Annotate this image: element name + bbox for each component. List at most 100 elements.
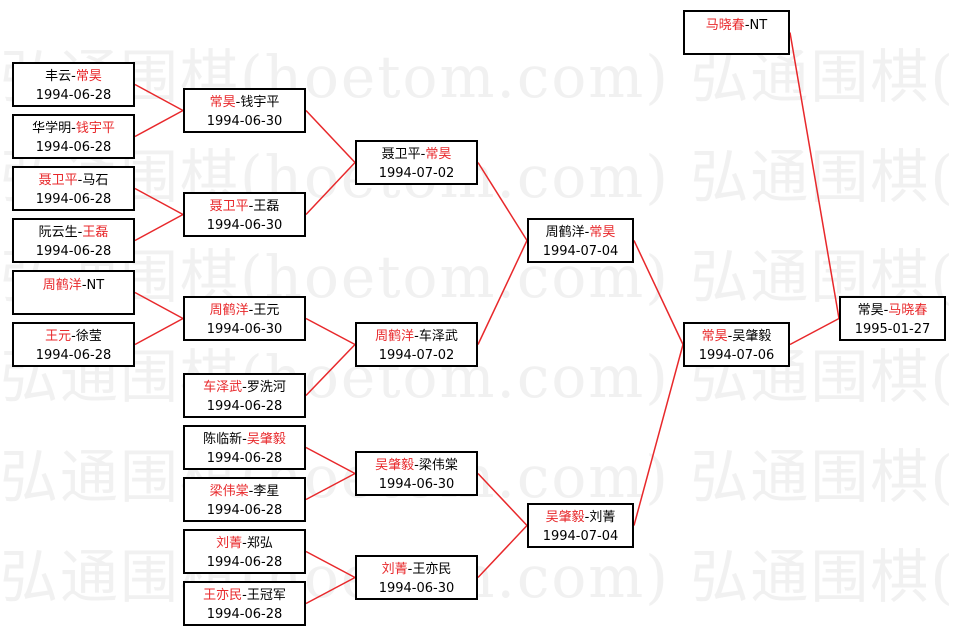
match-date: 1994-06-28 bbox=[35, 88, 112, 103]
match-date: 1994-06-28 bbox=[206, 503, 283, 518]
match-players: 梁伟棠-李星 bbox=[185, 482, 304, 501]
separator: - bbox=[242, 536, 247, 551]
player-name: 王亦民 bbox=[203, 588, 243, 603]
player-name: 华学明 bbox=[32, 121, 72, 136]
match-players: 丰云-常昊 bbox=[14, 67, 133, 86]
separator: - bbox=[71, 69, 76, 84]
player-name: 王冠军 bbox=[246, 588, 286, 603]
player-name: 李星 bbox=[253, 484, 280, 499]
connector-line bbox=[305, 472, 356, 501]
match-players: 车泽武-罗洗河 bbox=[185, 378, 304, 397]
match-players: 刘菁-王亦民 bbox=[357, 560, 476, 579]
separator: - bbox=[414, 458, 419, 473]
separator: - bbox=[883, 303, 889, 318]
player-name: 郑弘 bbox=[246, 536, 273, 551]
match-players: 王元-徐莹 bbox=[14, 327, 133, 346]
match-box-r2d: 吴肇毅-梁伟棠 1994-06-30 bbox=[355, 451, 478, 496]
match-date: 1994-06-28 bbox=[206, 451, 283, 466]
match-players: 马晓春-NT bbox=[685, 16, 788, 35]
connector-line bbox=[305, 109, 356, 164]
player-name: 刘菁 bbox=[216, 536, 243, 551]
player-name: 王亦民 bbox=[412, 562, 452, 577]
connector-line bbox=[305, 317, 356, 346]
separator: - bbox=[248, 303, 254, 318]
separator: - bbox=[81, 278, 87, 293]
player-name: 周鹤洋 bbox=[545, 225, 585, 240]
player-name: 王磊 bbox=[82, 225, 109, 240]
player-name: 吴肇毅 bbox=[375, 458, 415, 473]
player-name: 刘菁 bbox=[589, 510, 616, 525]
player-name: 吴肇毅 bbox=[545, 510, 585, 525]
connector-line bbox=[134, 213, 184, 242]
match-players: 常昊-马晓春 bbox=[841, 301, 944, 320]
separator: - bbox=[248, 484, 254, 499]
player-name: 常昊 bbox=[425, 147, 452, 162]
match-players: 常昊-吴肇毅 bbox=[685, 327, 788, 346]
match-box-final: 常昊-马晓春 1995-01-27 bbox=[839, 296, 946, 341]
match-players: 聂卫平-常昊 bbox=[357, 145, 476, 164]
match-date: 1994-06-30 bbox=[206, 218, 283, 233]
player-name: 钱宇平 bbox=[75, 121, 115, 136]
match-date: 1995-01-27 bbox=[854, 322, 931, 337]
connector-line bbox=[477, 240, 528, 345]
player-name: 王元 bbox=[45, 329, 72, 344]
match-date: 1994-06-30 bbox=[378, 581, 455, 596]
connector-line bbox=[305, 446, 356, 475]
match-players: 聂卫平-马石 bbox=[14, 171, 133, 190]
player-name: 吴肇毅 bbox=[246, 432, 286, 447]
connector-line bbox=[134, 83, 184, 112]
connector-line bbox=[305, 550, 356, 579]
separator: - bbox=[235, 95, 241, 110]
player-name: 聂卫平 bbox=[38, 173, 78, 188]
separator: - bbox=[744, 18, 750, 33]
connector-line bbox=[134, 291, 184, 320]
separator: - bbox=[584, 510, 590, 525]
player-name: 常昊 bbox=[857, 303, 884, 318]
match-date: 1994-06-30 bbox=[378, 477, 455, 492]
match-date: 1994-06-30 bbox=[206, 114, 283, 129]
connector-line bbox=[789, 317, 840, 346]
match-players: 聂卫平-王磊 bbox=[185, 197, 304, 216]
connector-line bbox=[789, 32, 840, 319]
connector-line bbox=[134, 317, 184, 346]
player-name: 梁伟棠 bbox=[418, 458, 458, 473]
player-name: 马晓春 bbox=[888, 303, 928, 318]
separator: - bbox=[71, 329, 76, 344]
match-date: 1994-06-28 bbox=[206, 555, 283, 570]
match-date: 1994-07-04 bbox=[542, 244, 619, 259]
match-date: 1994-06-28 bbox=[206, 607, 283, 622]
match-box-m11: 王亦民-王冠军 1994-06-28 bbox=[183, 581, 306, 626]
match-box-m9: 梁伟棠-李星 1994-06-28 bbox=[183, 477, 306, 522]
player-name: 常昊 bbox=[75, 69, 102, 84]
player-name: NT bbox=[749, 18, 768, 33]
match-players: 周鹤洋-NT bbox=[14, 276, 133, 295]
player-name: 阮云生 bbox=[38, 225, 78, 240]
player-name: 周鹤洋 bbox=[209, 303, 249, 318]
player-name: 刘菁 bbox=[381, 562, 408, 577]
connector-line bbox=[477, 472, 528, 527]
player-name: 梁伟棠 bbox=[209, 484, 249, 499]
match-date: 1994-06-28 bbox=[35, 140, 112, 155]
match-players: 阮云生-王磊 bbox=[14, 223, 133, 242]
player-name: 王磊 bbox=[253, 199, 280, 214]
player-name: 丰云 bbox=[45, 69, 72, 84]
separator: - bbox=[242, 588, 247, 603]
player-name: 常昊 bbox=[209, 95, 236, 110]
match-date: 1994-07-02 bbox=[378, 348, 455, 363]
player-name: 周鹤洋 bbox=[375, 329, 415, 344]
match-date: 1994-07-02 bbox=[378, 166, 455, 181]
player-name: 罗洗河 bbox=[246, 380, 286, 395]
separator: - bbox=[77, 225, 83, 240]
match-box-top: 马晓春-NT bbox=[683, 10, 790, 55]
match-box-m5: 周鹤洋-NT bbox=[12, 270, 135, 315]
match-players: 华学明-钱宇平 bbox=[14, 119, 133, 138]
match-box-r2b: 聂卫平-王磊 1994-06-30 bbox=[183, 192, 306, 237]
